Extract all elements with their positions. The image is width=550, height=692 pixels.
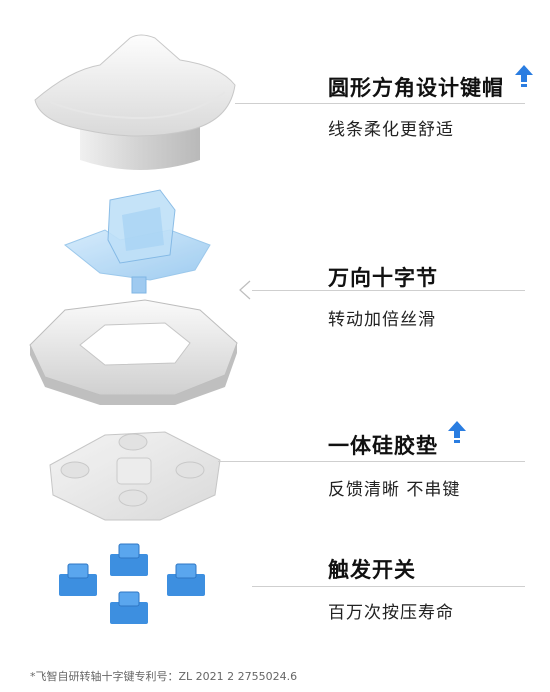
feature-subtitle-keycap: 线条柔化更舒适 xyxy=(328,120,454,140)
feature-title-cross-joint: 万向十字节 xyxy=(328,266,438,290)
feature-title-keycap: 圆形方角设计键帽 xyxy=(328,76,504,100)
cross-joint-image xyxy=(64,189,211,294)
divider-switch xyxy=(252,586,525,587)
patent-footnote: *飞智自研转轴十字键专利号：ZL 2021 2 2755024.6 xyxy=(30,670,298,683)
feature-subtitle-cross-joint: 转动加倍丝滑 xyxy=(328,310,436,330)
divider-silicone-pad xyxy=(218,461,525,462)
switch-up xyxy=(110,543,148,576)
switch-left xyxy=(59,563,97,596)
trigger-switches-image xyxy=(59,543,205,624)
switch-down xyxy=(110,591,148,624)
chevron-left-icon xyxy=(239,280,251,300)
feature-subtitle-silicone-pad: 反馈清晰 不串键 xyxy=(328,480,461,500)
feature-title-switch: 触发开关 xyxy=(328,558,416,582)
switch-right xyxy=(167,563,205,596)
dpad-keycap-image xyxy=(34,34,236,170)
up-arrow-icon xyxy=(515,65,533,87)
feature-subtitle-switch: 百万次按压寿命 xyxy=(328,603,454,623)
feature-title-silicone-pad: 一体硅胶垫 xyxy=(328,434,438,458)
divider-cross-joint xyxy=(252,290,525,291)
divider-keycap xyxy=(235,103,525,104)
up-arrow-icon xyxy=(448,421,466,443)
silicone-pad-image xyxy=(49,431,221,521)
ring-base-image xyxy=(29,299,238,405)
